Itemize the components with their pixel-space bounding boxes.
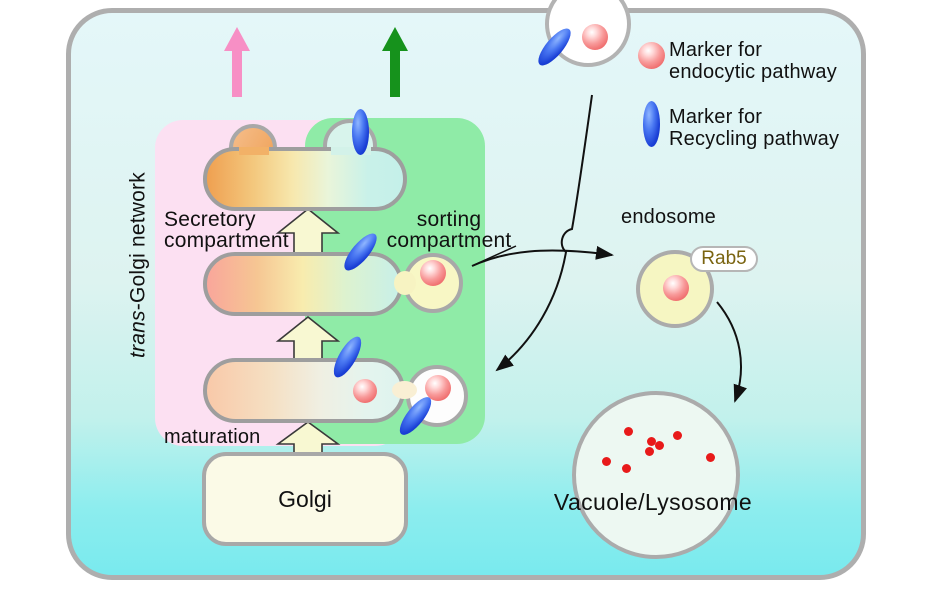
maturation-label: maturation bbox=[164, 426, 261, 448]
trans-rest: -Golgi network bbox=[126, 172, 150, 311]
sorting-vesicle-white-neck bbox=[392, 381, 417, 399]
cisterna-top bbox=[203, 147, 407, 211]
endosome-label: endosome bbox=[621, 206, 716, 228]
sorting-compartment-label: sorting compartment bbox=[378, 209, 520, 252]
cisterna-middle bbox=[203, 252, 403, 316]
legend-endocytic-line2: endocytic pathway bbox=[669, 61, 837, 83]
secretory-line1: Secretory bbox=[164, 208, 256, 231]
red-sphere-marker-legend bbox=[638, 42, 665, 69]
golgi-label: Golgi bbox=[278, 485, 332, 512]
secretory-compartment-label: Secretory compartment bbox=[164, 209, 289, 252]
vacuole-lysosome-label: Vacuole/Lysosome bbox=[553, 489, 753, 515]
degraded-cargo-dot bbox=[645, 447, 654, 456]
sorting-line2: compartment bbox=[386, 229, 512, 253]
rab5-label: Rab5 bbox=[701, 248, 747, 269]
red-sphere-marker-cisterna-bottom bbox=[353, 379, 377, 403]
blue-ellipse-marker-cisterna-top bbox=[352, 109, 369, 155]
cisterna-top-bud-left-neck bbox=[239, 147, 269, 155]
cisterna-top-bud-right-neck bbox=[331, 147, 371, 155]
red-sphere-marker-sorting-vesicle bbox=[420, 260, 446, 286]
trans-golgi-network-label: trans-Golgi network bbox=[126, 172, 150, 358]
legend-recycling-line2: Recycling pathway bbox=[669, 128, 840, 150]
secretory-line2: compartment bbox=[164, 229, 289, 253]
degraded-cargo-dot bbox=[624, 427, 633, 436]
legend-recycling-line1: Marker for bbox=[669, 106, 763, 128]
legend-endocytic: Marker for endocytic pathway bbox=[669, 39, 837, 83]
legend-recycling: Marker for Recycling pathway bbox=[669, 106, 839, 150]
degraded-cargo-dot bbox=[602, 457, 611, 466]
trans-italic: trans bbox=[126, 310, 150, 358]
degraded-cargo-dot bbox=[647, 437, 656, 446]
red-sphere-marker-endosome bbox=[663, 275, 689, 301]
blue-ellipse-marker-legend bbox=[643, 101, 660, 147]
degraded-cargo-dot bbox=[673, 431, 682, 440]
sorting-vesicle-neck bbox=[394, 271, 416, 295]
vacuole-circle bbox=[572, 391, 740, 559]
sorting-line1: sorting bbox=[416, 208, 482, 231]
red-sphere-marker-invagination bbox=[582, 24, 608, 50]
rab5-badge: Rab5 bbox=[690, 246, 758, 272]
degraded-cargo-dot bbox=[655, 441, 664, 450]
degraded-cargo-dot bbox=[706, 453, 715, 462]
golgi-box: Golgi bbox=[202, 452, 408, 546]
legend-endocytic-line1: Marker for bbox=[669, 39, 763, 61]
degraded-cargo-dot bbox=[622, 464, 631, 473]
